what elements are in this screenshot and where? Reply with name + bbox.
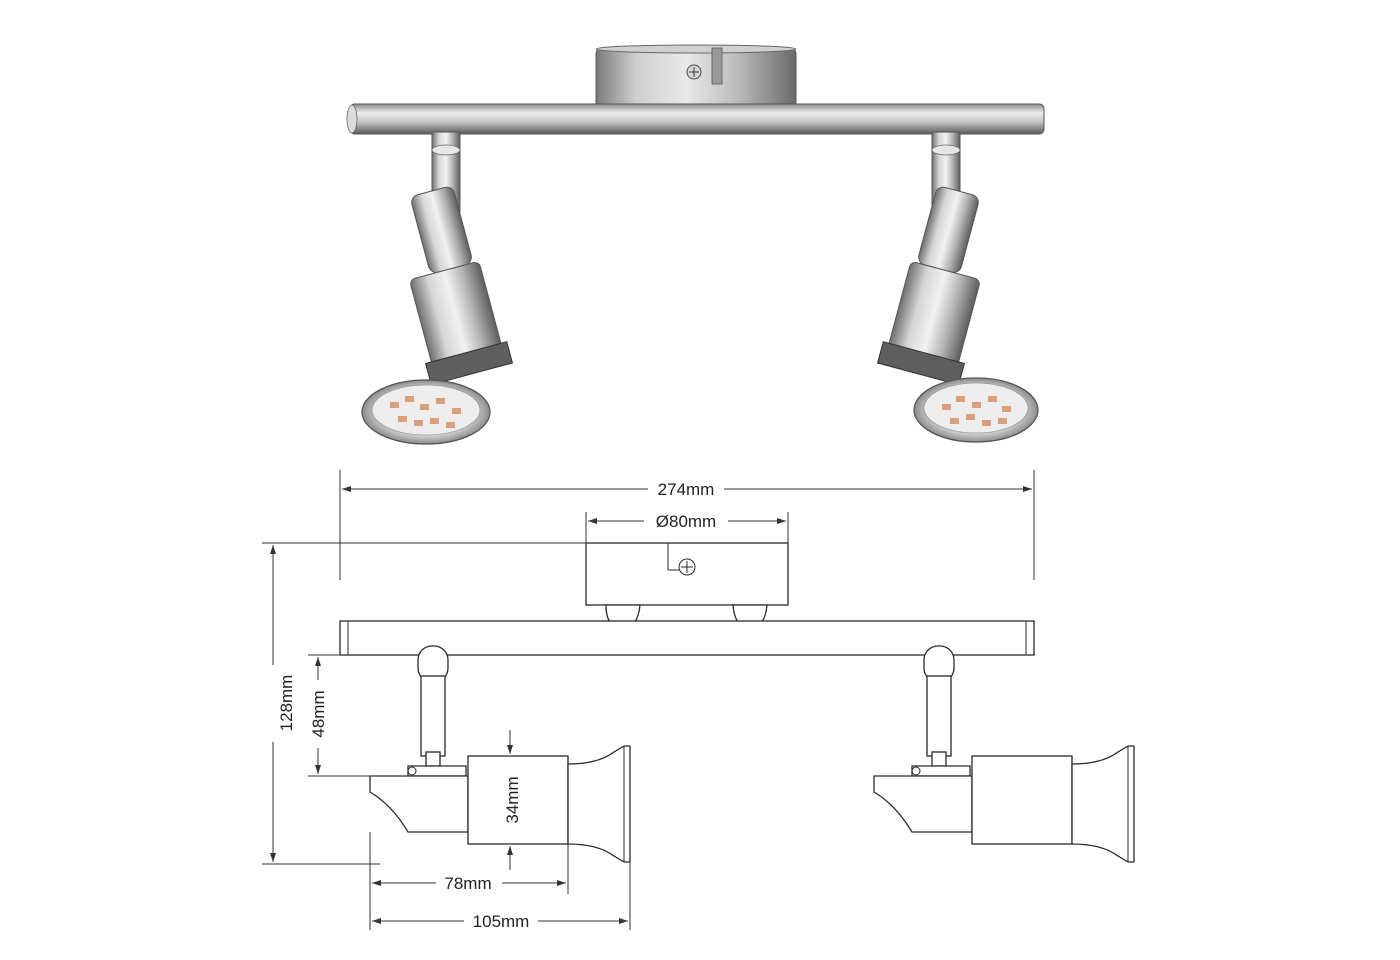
left-spotlight-outline — [369, 645, 631, 863]
dimension-arm-height: 48mm — [308, 654, 405, 777]
technical-drawing: 274mm Ø80mm 128mm 48mm — [262, 470, 1135, 931]
bar-outline — [339, 620, 1035, 656]
label-head-length: 78mm — [444, 874, 491, 893]
label-total-height: 128mm — [277, 675, 296, 732]
label-total-length: 274mm — [658, 480, 715, 499]
product-render — [346, 44, 1045, 445]
dimension-total-length: 274mm — [339, 470, 1035, 580]
dimension-head-length: 78mm — [369, 832, 569, 930]
dimension-total-height: 128mm — [262, 542, 586, 865]
canopy-render — [595, 44, 797, 115]
left-spotlight-render — [361, 131, 514, 445]
left-led-lamp — [361, 379, 491, 445]
label-head-total-length: 105mm — [473, 912, 530, 931]
canopy-outline — [585, 542, 789, 629]
right-spotlight-render — [876, 131, 1039, 443]
label-arm-height: 48mm — [309, 690, 328, 737]
dimension-canopy-diameter: Ø80mm — [585, 512, 789, 543]
right-led-lamp — [913, 377, 1039, 443]
right-spotlight-outline — [873, 645, 1135, 863]
dimension-head-total-length: 105mm — [372, 862, 631, 931]
label-head-diameter: 34mm — [503, 776, 522, 823]
dimension-head-diameter: 34mm — [503, 730, 522, 870]
label-canopy-diameter: Ø80mm — [656, 512, 716, 531]
mounting-bar-render — [346, 103, 1045, 135]
